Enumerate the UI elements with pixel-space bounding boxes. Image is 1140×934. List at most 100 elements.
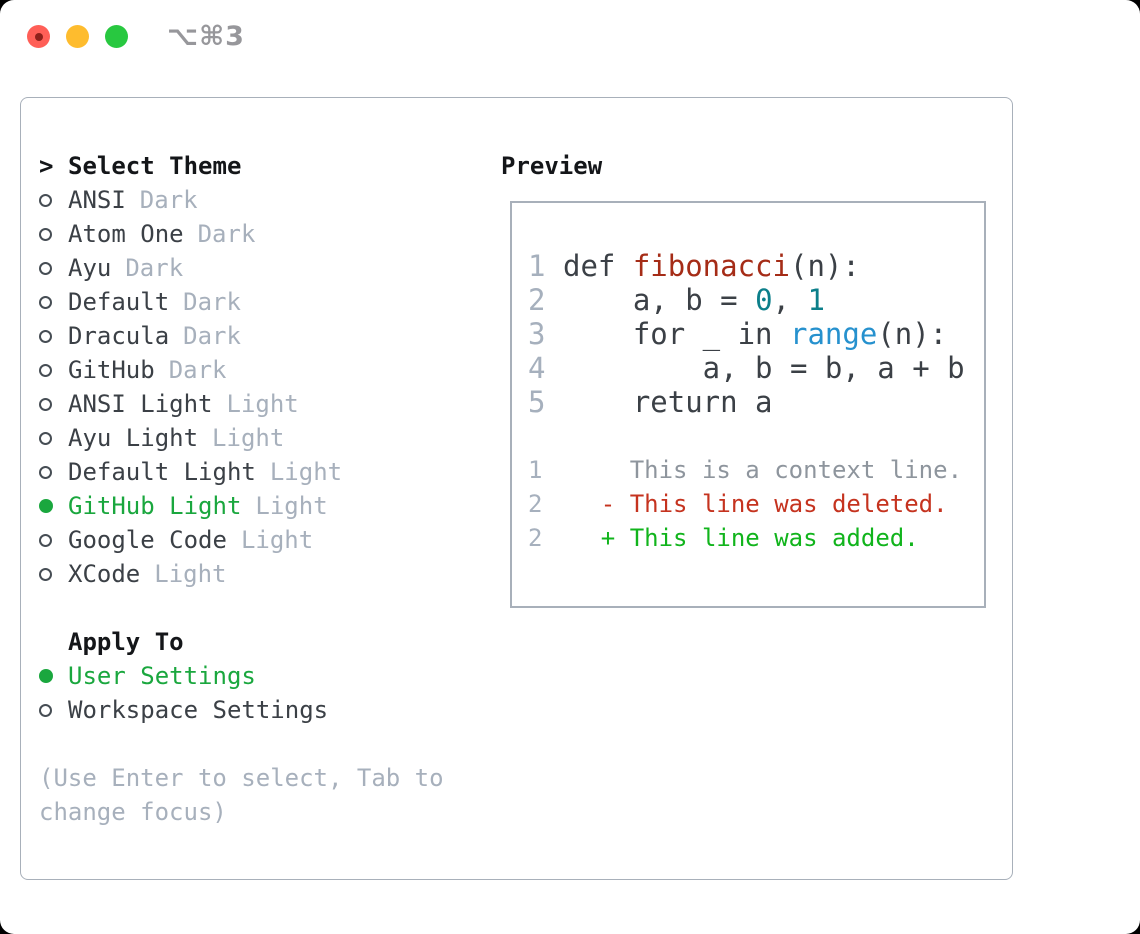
radio-circle-icon (39, 193, 52, 207)
theme-variant: Light (255, 492, 328, 520)
theme-name: Google Code (68, 526, 227, 554)
theme-option[interactable]: Ayu Dark (39, 251, 444, 285)
code-line: 4 a, b = b, a + b (528, 351, 972, 385)
theme-name: Default Light (68, 458, 256, 486)
title-bar: ⌥⌘3 (0, 0, 1140, 74)
radio-circle-icon (39, 261, 52, 275)
prompt-caret-icon: > (39, 152, 54, 180)
line-number: 4 (528, 351, 546, 385)
diff-added-text: + This line was added. (543, 524, 919, 552)
radio-circle-icon (39, 397, 52, 411)
theme-option[interactable]: Google Code Light (39, 523, 444, 557)
theme-option[interactable]: XCode Light (39, 557, 444, 591)
code-segment: def (563, 249, 633, 283)
theme-name: Atom One (68, 220, 184, 248)
theme-option[interactable]: Dracula Dark (39, 319, 444, 353)
radio-circle-icon (39, 465, 52, 479)
code-segment-call: range (789, 317, 878, 351)
hint-text-line2: change focus) (39, 798, 227, 826)
radio-circle-icon (39, 295, 52, 309)
preview-section: Preview 1 def fibonacci (n): 2 a, b = 0 … (501, 149, 986, 608)
code-segment-function: fibonacci (632, 249, 790, 283)
code-line: 1 def fibonacci (n): (528, 249, 972, 283)
apply-to-label: User Settings (68, 662, 256, 690)
code-segment: return a (563, 385, 773, 419)
code-segment: , (772, 283, 808, 317)
line-number: 1 (528, 456, 543, 484)
radio-circle-icon (39, 329, 52, 343)
window-title: ⌥⌘3 (167, 21, 245, 52)
preview-code-box: 1 def fibonacci (n): 2 a, b = 0 , 1 3 fo… (510, 201, 986, 608)
theme-name: ANSI (68, 186, 126, 214)
line-number: 2 (528, 283, 546, 317)
radio-circle-icon (39, 227, 52, 241)
theme-name: Default (68, 288, 170, 316)
spacer (39, 727, 444, 761)
marker-empty (39, 625, 68, 659)
theme-name: ANSI Light (68, 390, 213, 418)
line-number: 5 (528, 385, 546, 419)
code-segment: for _ in (563, 317, 790, 351)
radio-circle-icon (39, 431, 52, 445)
radio-circle-icon (39, 533, 52, 547)
theme-name: XCode (68, 560, 141, 588)
code-segment: (n): (877, 317, 948, 351)
theme-name: Ayu Light (68, 424, 199, 452)
main-panel: > Select Theme ANSI Dark Atom One Dark A… (20, 97, 1013, 880)
theme-option[interactable]: Default Dark (39, 285, 444, 319)
hint-text-line1: (Use Enter to select, Tab to (39, 764, 444, 792)
code-segment-literal: 1 (807, 283, 825, 317)
select-theme-header-row: > Select Theme (39, 149, 444, 183)
code-line: 3 for _ in range (n): (528, 317, 972, 351)
theme-name: Ayu (68, 254, 112, 282)
theme-name: GitHub (68, 356, 155, 384)
theme-option[interactable]: Atom One Dark (39, 217, 444, 251)
radio-filled-circle-icon (39, 669, 53, 683)
theme-option[interactable]: Default Light Light (39, 455, 444, 489)
line-number: 2 (528, 490, 543, 518)
apply-to-option-user-settings[interactable]: User Settings (39, 659, 444, 693)
line-number: 1 (528, 249, 546, 283)
code-segment: (n): (789, 249, 860, 283)
theme-variant: Light (154, 560, 227, 588)
theme-option[interactable]: ANSI Dark (39, 183, 444, 217)
theme-variant: Dark (139, 186, 198, 214)
traffic-light-zoom-button[interactable] (105, 25, 128, 48)
theme-option[interactable]: ANSI Light Light (39, 387, 444, 421)
theme-variant: Light (212, 424, 285, 452)
apply-to-label: Workspace Settings (68, 696, 329, 724)
code-segment: a, b = b, a + b (563, 351, 965, 385)
diff-context-line: 1 This is a context line. (528, 453, 972, 487)
theme-variant: Dark (197, 220, 256, 248)
code-line: 2 a, b = 0 , 1 (528, 283, 972, 317)
diff-added-line: 2 + This line was added. (528, 521, 972, 555)
theme-variant: Dark (183, 288, 241, 316)
line-number: 3 (528, 317, 546, 351)
spacer (528, 419, 972, 453)
diff-context-text: This is a context line. (543, 456, 963, 484)
spacer (39, 591, 444, 625)
theme-name: Dracula (68, 322, 170, 350)
select-theme-header: Select Theme (68, 152, 242, 180)
theme-variant: Dark (168, 356, 227, 384)
theme-option-selected[interactable]: GitHub Light Light (39, 489, 444, 523)
preview-header: Preview (501, 152, 603, 180)
line-number: 2 (528, 524, 543, 552)
diff-deleted-text: - This line was deleted. (543, 490, 948, 518)
theme-variant: Light (226, 390, 299, 418)
diff-deleted-line: 2 - This line was deleted. (528, 487, 972, 521)
radio-circle-icon (39, 567, 52, 581)
apply-to-header: Apply To (68, 628, 184, 656)
apply-to-header-row: Apply To (39, 625, 444, 659)
radio-circle-icon (39, 703, 52, 717)
traffic-light-minimize-button[interactable] (66, 25, 89, 48)
code-segment-literal: 0 (755, 283, 773, 317)
code-line: 5 return a (528, 385, 972, 419)
apply-to-option-workspace-settings[interactable]: Workspace Settings (39, 693, 444, 727)
theme-option[interactable]: Ayu Light Light (39, 421, 444, 455)
theme-name: GitHub Light (68, 492, 242, 520)
theme-option[interactable]: GitHub Dark (39, 353, 444, 387)
traffic-light-close-button[interactable] (27, 25, 50, 48)
theme-selector: > Select Theme ANSI Dark Atom One Dark A… (39, 149, 444, 829)
